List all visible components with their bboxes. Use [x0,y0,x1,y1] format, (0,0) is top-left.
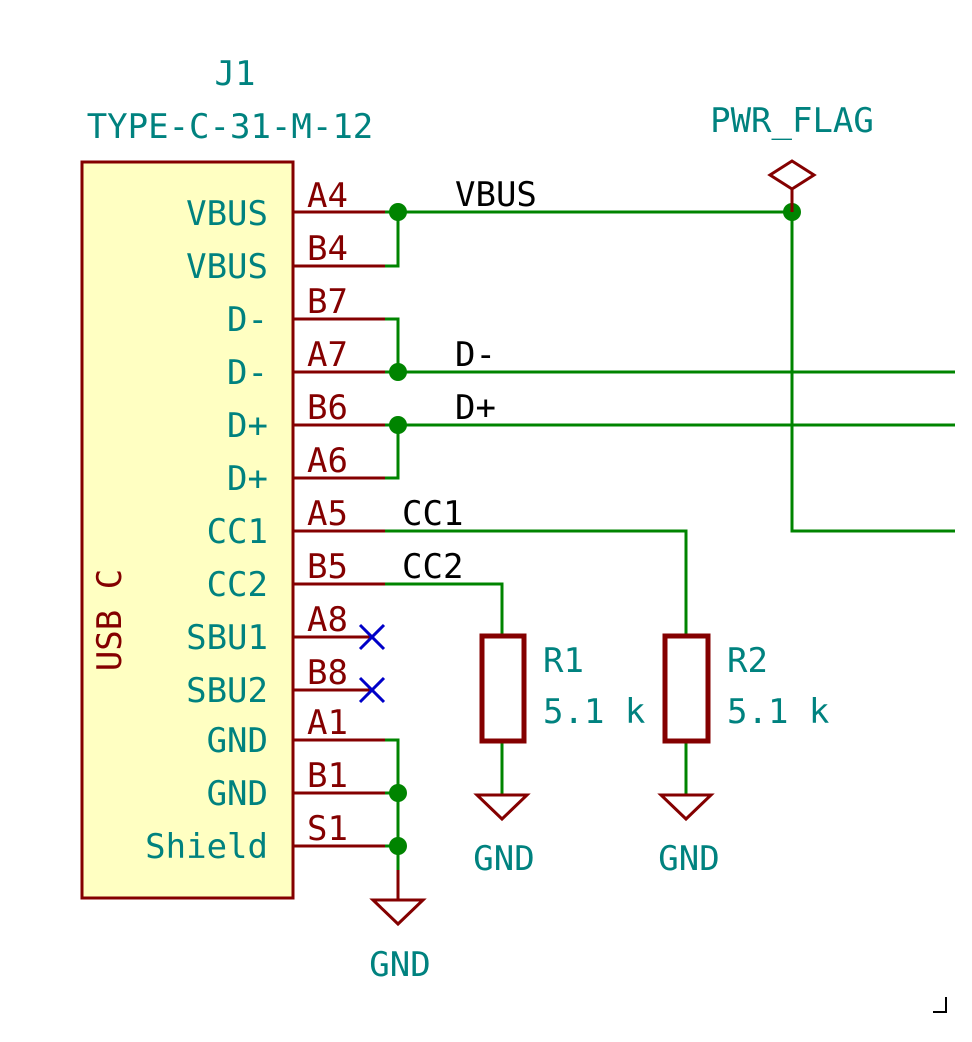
connector-ref: J1 [215,54,256,94]
pin-number: S1 [307,809,348,849]
resistor-r1-body [479,633,527,744]
net-label-cc2: CC2 [402,547,463,587]
pin-number: A8 [307,600,348,640]
net-label-cc1: CC1 [402,494,463,534]
gnd-label-j1: GND [369,945,430,985]
gnd-label-r1: GND [473,839,534,879]
pin-name: D+ [227,459,268,499]
junction-dot [389,837,407,855]
pwr-flag-icon [767,159,817,191]
pin-number: B5 [307,547,348,587]
pin-name: Shield [145,827,268,867]
pin-name: SBU2 [186,671,268,711]
pin-number: B4 [307,229,348,269]
pin-number: A5 [307,494,348,534]
pin-name: CC1 [207,512,268,552]
connector-body-label: USB C [90,569,130,671]
junction-dot [389,203,407,221]
pin-number: A6 [307,441,348,481]
gnd-label-r2: GND [658,839,719,879]
ground-icon [657,793,715,822]
pin-name: GND [207,774,268,814]
pin-names: VBUS VBUS D- D- D+ D+ CC1 CC2 SBU1 SBU2 … [145,194,268,867]
pin-number: B7 [307,282,348,322]
pin-number: A1 [307,703,348,743]
pin-number: A7 [307,335,348,375]
pin-number: B6 [307,388,348,428]
pin-number: B8 [307,653,348,693]
net-label-dplus: D+ [455,388,496,428]
sheet-corner-mark [933,997,947,1013]
connector-body [80,160,295,900]
pin-name: GND [207,721,268,761]
resistor-r1-ref: R1 [543,641,584,681]
pin-name: SBU1 [186,618,268,658]
net-label-vbus: VBUS [455,175,537,215]
pin-name: D- [227,300,268,340]
junction-dot [389,416,407,434]
pin-number: B1 [307,756,348,796]
connector-value: TYPE-C-31-M-12 [87,107,374,147]
net-label-dminus: D- [455,335,496,375]
pin-name: VBUS [186,247,268,287]
junctions [389,203,801,855]
resistor-r2-value: 5.1 k [727,692,829,732]
resistor-r2-body [662,633,711,744]
junction-dot [389,363,407,381]
wires [385,210,955,870]
ground-icon [473,793,531,822]
no-connect-markers [358,623,386,704]
ground-icon [369,898,427,927]
pin-lines [293,210,385,848]
pin-name: VBUS [186,194,268,234]
junction-dot [389,784,407,802]
pin-name: D- [227,353,268,393]
pin-numbers: A4 B4 B7 A7 B6 A6 A5 B5 A8 B8 A1 B1 S1 [307,176,348,849]
pin-name: CC2 [207,565,268,605]
pwr-flag-label: PWR_FLAG [710,101,874,141]
pin-number: A4 [307,176,348,216]
net-labels: VBUS D- D+ CC1 CC2 [402,175,537,587]
resistor-r1-value: 5.1 k [543,692,645,732]
pin-name: D+ [227,406,268,446]
resistor-r2-ref: R2 [727,641,768,681]
